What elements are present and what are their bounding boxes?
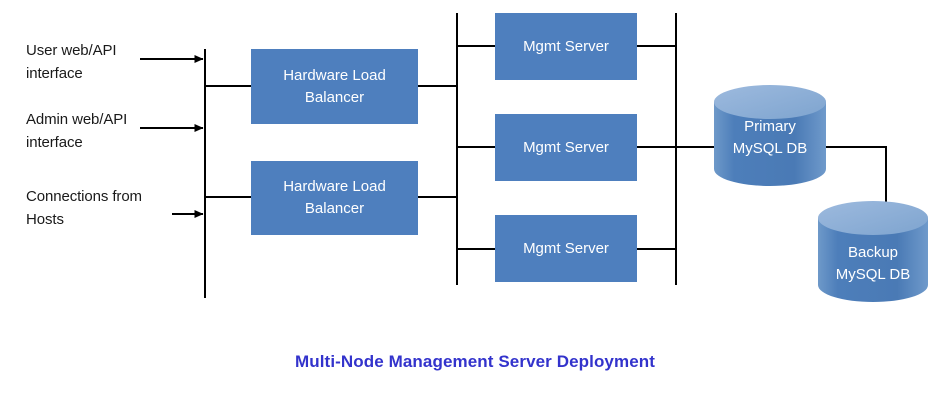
primary-mysql-db-label: Primary MySQL DB (732, 118, 808, 157)
backup-mysql-db[interactable]: Backup MySQL DB (818, 201, 928, 302)
input-label-admin-web-api: Admin web/API interface (26, 111, 128, 151)
mgmt-server-3[interactable]: Mgmt Server (495, 215, 637, 282)
hardware-load-balancer-1[interactable]: Hardware Load Balancer (251, 49, 418, 124)
mgmt-server-1[interactable]: Mgmt Server (495, 13, 637, 80)
diagram-title: Multi-Node Management Server Deployment (294, 352, 656, 371)
mgmt-server-2[interactable]: Mgmt Server (495, 114, 637, 181)
hardware-load-balancer-2[interactable]: Hardware Load Balancer (251, 161, 418, 235)
primary-mysql-db[interactable]: Primary MySQL DB (714, 85, 826, 186)
database-cylinder-icon (714, 85, 826, 186)
input-label-user-web-api: User web/API interface (26, 42, 117, 82)
database-cylinder-icon (818, 201, 928, 302)
backup-mysql-db-label: Backup MySQL DB (835, 244, 911, 283)
input-label-connections-from-hosts: Connections from Hosts (26, 188, 142, 228)
